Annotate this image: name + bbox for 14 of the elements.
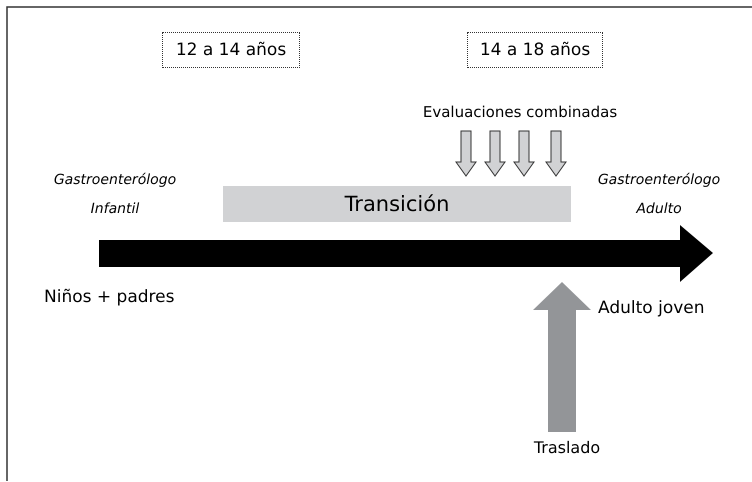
transfer-text: Traslado (527, 438, 607, 464)
arrow (513, 130, 535, 177)
stage-label: Niños + padres (44, 287, 176, 307)
arrow (455, 130, 477, 177)
arrow (545, 130, 567, 177)
arrow (484, 130, 506, 177)
arrow (533, 282, 591, 432)
evaluation-text: Evaluaciones combinadas (400, 103, 640, 127)
role-label: Gastroenterólogo Adulto (596, 171, 722, 219)
stage-label: Adulto joven (598, 298, 706, 318)
role-label: Gastroenterólogo Infantil (52, 171, 178, 219)
age-range-box: 14 a 18 años (467, 32, 603, 68)
transition-bar: Transición (223, 186, 571, 222)
age-range-box: 12 a 14 años (162, 32, 300, 68)
